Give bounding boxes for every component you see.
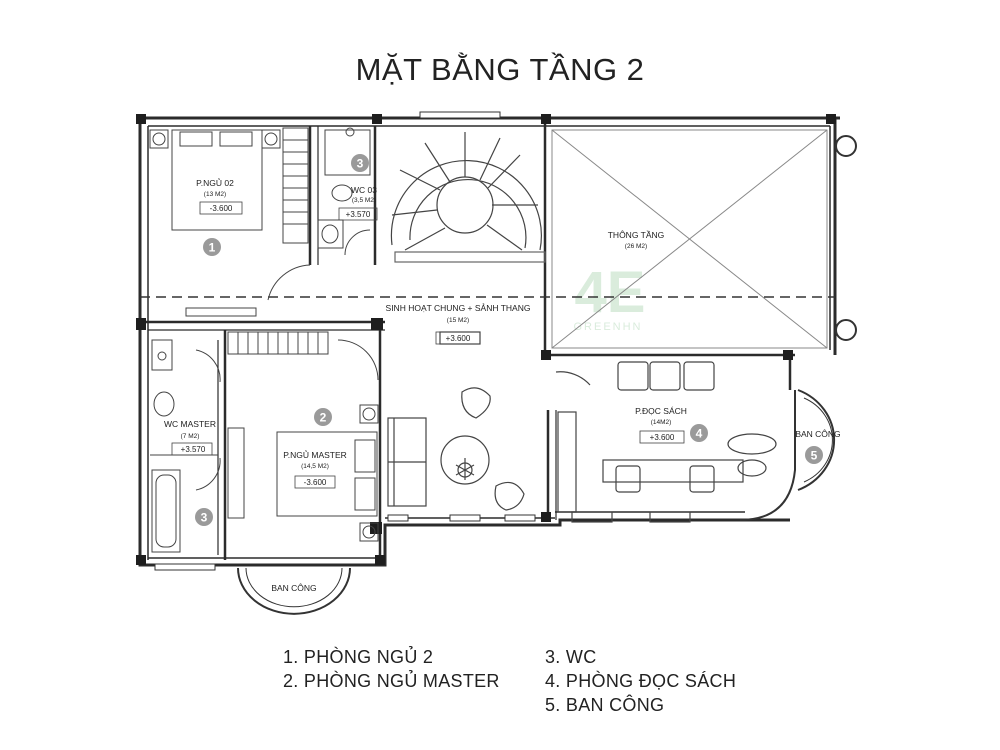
level-reading: +3.600 [650,433,675,442]
level-master: -3.600 [304,478,327,487]
label-balcony-right: BAN CÔNG [795,429,840,439]
svg-text:1: 1 [209,241,216,255]
reading-furniture [557,361,777,523]
area-reading: (14M2) [651,419,672,426]
outer-walls [138,116,840,567]
legend-item: 3. WC [545,647,597,667]
svg-text:3: 3 [357,157,364,171]
interior-walls [140,118,795,565]
page-title: MẶT BẰNG TẦNG 2 [355,52,645,87]
marker-1: 1 [203,238,221,256]
watermark-mark: 4E [575,260,646,325]
front-balcony [237,567,351,615]
label-master: P.NGỦ MASTER [283,449,347,460]
svg-text:2: 2 [320,411,327,425]
living-furniture [387,331,591,511]
legend-item: 4. PHÒNG ĐỌC SÁCH [545,671,737,691]
level-living: +3.600 [446,334,471,343]
room-markers: 1 2 3 3 4 5 [195,154,823,526]
label-thong-tang: THÔNG TẦNG [608,230,665,240]
marker-2: 2 [314,408,332,426]
level-bedroom2: -3.600 [210,204,233,213]
marker-3-wc-master: 3 [195,508,213,526]
area-thong-tang: (26 M2) [625,243,647,250]
master-furniture [195,331,379,542]
label-wc-master: WC MASTER [164,419,216,429]
level-wc3: +3.570 [346,210,371,219]
area-wc3: (3,5 M2) [352,197,376,204]
label-bedroom2: P.NGỦ 02 [196,177,234,188]
label-living: SINH HOẠT CHUNG + SẢNH THANG [386,302,531,313]
room-labels: P.NGỦ 02 (13 M2) -3.600 WC 03 (3,5 M2) +… [164,177,841,593]
legend-left: 1. PHÒNG NGỦ 2 2. PHÒNG NGỦ MASTER [283,645,500,693]
right-balcony [739,135,857,521]
marker-5: 5 [805,446,823,464]
columns [136,114,836,565]
level-wc-master: +3.570 [181,445,206,454]
level-boxes [171,201,685,489]
legend-right: 3. WC 4. PHÒNG ĐỌC SÁCH 5. BAN CÔNG [545,645,736,717]
area-bedroom2: (13 M2) [204,191,226,198]
svg-text:4: 4 [696,427,703,441]
label-balcony-front: BAN CÔNG [271,583,316,593]
wc3-fixtures [317,127,371,256]
void-area [551,129,828,349]
area-wc-master: (7 M2) [181,433,200,440]
watermark-text: GREENHN [573,321,642,333]
spiral-staircase [390,132,546,263]
legend-item: 2. PHÒNG NGỦ MASTER [283,671,500,691]
svg-text:5: 5 [811,449,818,463]
label-reading: P.ĐỌC SÁCH [635,406,687,416]
label-wc3: WC 03 [351,185,377,195]
svg-text:3: 3 [201,511,208,525]
area-master: (14,5 M2) [301,463,329,470]
windows [154,111,536,571]
watermark-logo: 4E GREENHN [573,260,645,333]
legend-item: 1. PHÒNG NGỦ 2 [283,647,434,667]
bedroom2-furniture [149,127,311,317]
legend-item: 5. BAN CÔNG [545,695,665,715]
marker-3-wc3: 3 [351,154,369,172]
marker-4: 4 [690,424,708,442]
area-living: (15 M2) [447,317,469,324]
